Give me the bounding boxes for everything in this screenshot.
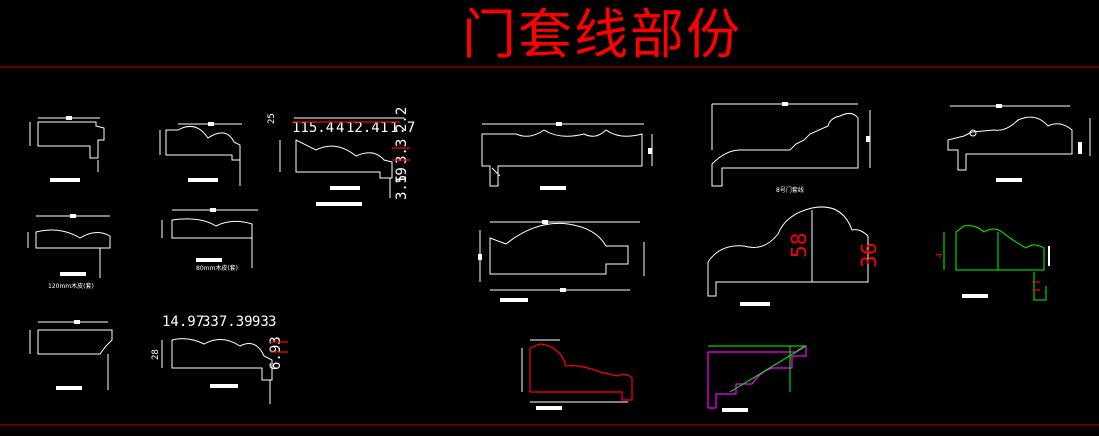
svg-text:19: 19 (394, 167, 410, 184)
svg-text:6.93: 6.93 (268, 336, 284, 370)
drawing-title: 门套线部份 (462, 3, 742, 66)
dim-text: 115.4 (292, 120, 334, 136)
svg-text:1: 1 (380, 120, 388, 136)
dim-36: 36 (857, 243, 881, 268)
label-bar (50, 178, 80, 182)
profile-2 (159, 122, 242, 186)
profile-5: 80mm木皮(套) (161, 208, 258, 272)
profile-9: 8号门套线 (711, 102, 871, 194)
svg-text:80mm木皮(套): 80mm木皮(套) (196, 264, 238, 272)
svg-text:12.4: 12.4 (346, 120, 380, 136)
svg-text:1.7: 1.7 (390, 120, 415, 136)
profile-8 (481, 122, 653, 190)
svg-text:4: 4 (935, 253, 944, 258)
profile-6 (29, 320, 113, 390)
profile-3: 25 115.4 4 12.4 1 1.7 2.2 3.3 3.5 19 (267, 107, 415, 206)
profile-13: 4 (935, 225, 1050, 301)
svg-text:93: 93 (252, 314, 269, 330)
svg-text:3: 3 (268, 314, 276, 330)
profile-1 (29, 116, 105, 182)
profile-11 (478, 220, 645, 302)
profile-14 (521, 339, 633, 410)
profile-15 (707, 345, 807, 412)
profile-12: 58 36 (707, 206, 881, 306)
svg-text:337.39: 337.39 (202, 314, 253, 330)
profile-7: 28 14.97 337.39 93 3 6.93 (151, 314, 288, 404)
profile-10 (947, 104, 1091, 182)
svg-text:2.2: 2.2 (394, 107, 410, 132)
svg-text:28: 28 (151, 349, 161, 360)
svg-text:3.3: 3.3 (394, 139, 410, 164)
dim-58: 58 (787, 233, 811, 258)
svg-text:120mm木皮(套): 120mm木皮(套) (48, 282, 94, 290)
svg-text:8号门套线: 8号门套线 (776, 186, 804, 194)
profile-4: 120mm木皮(套) (27, 214, 111, 290)
svg-text:25: 25 (267, 113, 277, 124)
svg-text:3.5: 3.5 (394, 175, 410, 200)
svg-text:14.97: 14.97 (162, 314, 204, 330)
svg-text:4: 4 (336, 120, 344, 136)
